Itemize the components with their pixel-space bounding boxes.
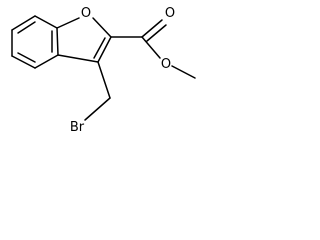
bond-ccarbonyl-o-double-1 <box>141 19 163 38</box>
bond-c3-ch2 <box>97 61 111 99</box>
double-bond-c2-c3 <box>93 37 106 59</box>
bond-c2-c3 <box>34 15 58 29</box>
structure-canvas: O O O Br <box>0 0 203 151</box>
bromomethyl-group <box>84 61 111 121</box>
bond-ccarbonyl-o-double-2 <box>146 24 167 42</box>
bond-ch2-br <box>84 97 111 121</box>
atom-labels: O O O Br <box>70 6 175 135</box>
bond-c4-c5 <box>34 54 59 69</box>
double-bond-inner-1 <box>17 21 36 34</box>
bond-c3-c4 <box>56 27 59 56</box>
carbonyl-oxygen-label: O <box>165 6 175 21</box>
bond-ccarbonyl-oester <box>141 36 161 59</box>
bond-c3-c3a <box>57 54 99 63</box>
double-bond-inner-3 <box>17 52 36 63</box>
ester-group <box>110 19 196 79</box>
molecule-structure: O O O Br <box>11 6 196 135</box>
bond-c1-c2 <box>11 15 36 31</box>
bond-c5-c6 <box>11 55 36 69</box>
furan-ring <box>56 17 112 63</box>
bond-o-c2 <box>92 17 112 38</box>
benzene-ring <box>11 15 59 69</box>
ring-oxygen-label: O <box>81 6 91 21</box>
bromine-label: Br <box>70 120 85 135</box>
bond-oester-methyl <box>171 65 196 79</box>
bond-c2-c3 <box>97 36 112 63</box>
ester-oxygen-label: O <box>161 57 171 72</box>
bond-c3a-o <box>56 17 80 29</box>
